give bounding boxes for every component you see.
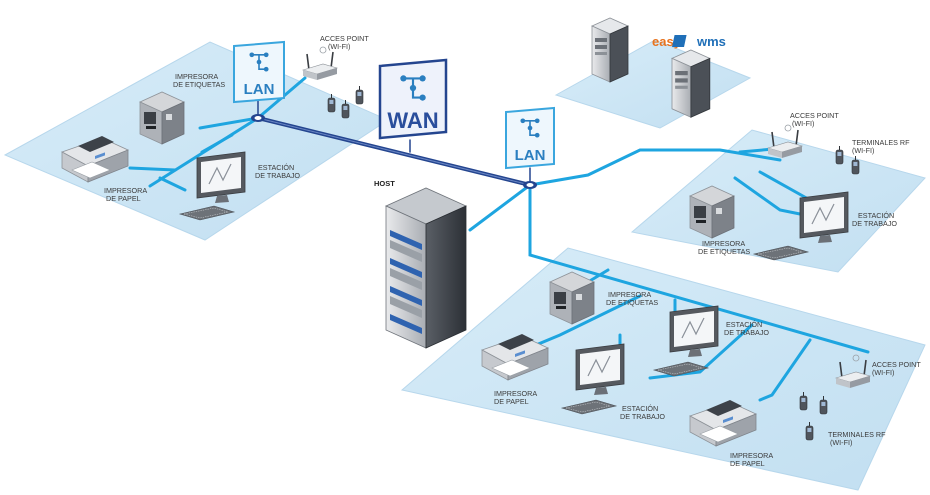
- left-workstation-label: ESTACIÓN DE TRABAJO: [255, 163, 300, 180]
- backbone-nodes: [251, 114, 537, 189]
- bottom-paper-printer-left-label: IMPRESORA DE PAPEL: [494, 389, 539, 406]
- left-paper-printer-label: IMPRESORA DE PAPEL: [104, 186, 149, 203]
- lan-badge-right: LAN: [505, 106, 555, 170]
- brand-logo: easy N wms: [652, 34, 726, 49]
- server-tower-icon: [591, 17, 629, 83]
- bottom-terminals-label: TERMINALES RF (WI-FI): [828, 430, 888, 447]
- host-label: HOST: [374, 179, 395, 188]
- host-rack-icon: [385, 187, 467, 349]
- label-printer-icon: [549, 271, 595, 325]
- right-top-ap-label: ACCES POINT (WI-FI): [790, 111, 841, 128]
- bottom-workstation-mid-label: ESTACIÓN DE TRABAJO: [620, 404, 665, 421]
- link-left-labelprinter: [198, 116, 260, 130]
- handheld-terminal-icon: [355, 85, 364, 105]
- brand-mark: N: [686, 37, 693, 48]
- bottom-paper-printer-right-label: IMPRESORA DE PAPEL: [730, 451, 775, 468]
- right-top-terminals-label: TERMINALES RF (WI-FI): [852, 138, 912, 155]
- link-host: [468, 183, 532, 232]
- wan-badge: WAN: [378, 58, 448, 140]
- wan-label: WAN: [387, 108, 438, 133]
- brand-suffix: wms: [696, 34, 726, 49]
- bottom-workstation-top-label: ESTACIÓN DE TRABAJO: [724, 320, 769, 337]
- bottom-ap-label: ACCES POINT (WI-FI): [872, 360, 923, 377]
- access-point-icon: [302, 46, 338, 81]
- server-tower-icon: [671, 49, 711, 118]
- link-right-top-lp: [733, 176, 802, 216]
- left-ap-label: ACCES POINT (WI-FI): [320, 34, 371, 51]
- left-label-printer-label: IMPRESORA DE ETIQUETAS: [173, 72, 225, 89]
- link-bottom-right: [758, 338, 812, 402]
- link-bottom-main: [528, 183, 870, 354]
- right-top-label-printer-label: IMPRESORA DE ETIQUETAS: [698, 239, 750, 256]
- bottom-label-printer-label: IMPRESORA DE ETIQUETAS: [606, 290, 658, 307]
- link-left-printer2: [158, 176, 187, 192]
- platform-server: [554, 39, 752, 129]
- label-printer-icon: [689, 185, 735, 239]
- link-bottom-mid: [648, 323, 754, 380]
- link-left-printer: [128, 166, 177, 172]
- link-left-workstation: [200, 133, 234, 154]
- lan-label-left: LAN: [244, 81, 275, 98]
- right-top-workstation-label: ESTACIÓN DE TRABAJO: [852, 211, 897, 228]
- handheld-terminal-icon: [835, 145, 844, 165]
- link-right-top-ws: [758, 170, 812, 202]
- label-printer-icon: [139, 91, 185, 145]
- lan-label-right: LAN: [515, 147, 546, 164]
- link-bottom-lp: [586, 268, 610, 284]
- lan-badge-left: LAN: [233, 40, 285, 104]
